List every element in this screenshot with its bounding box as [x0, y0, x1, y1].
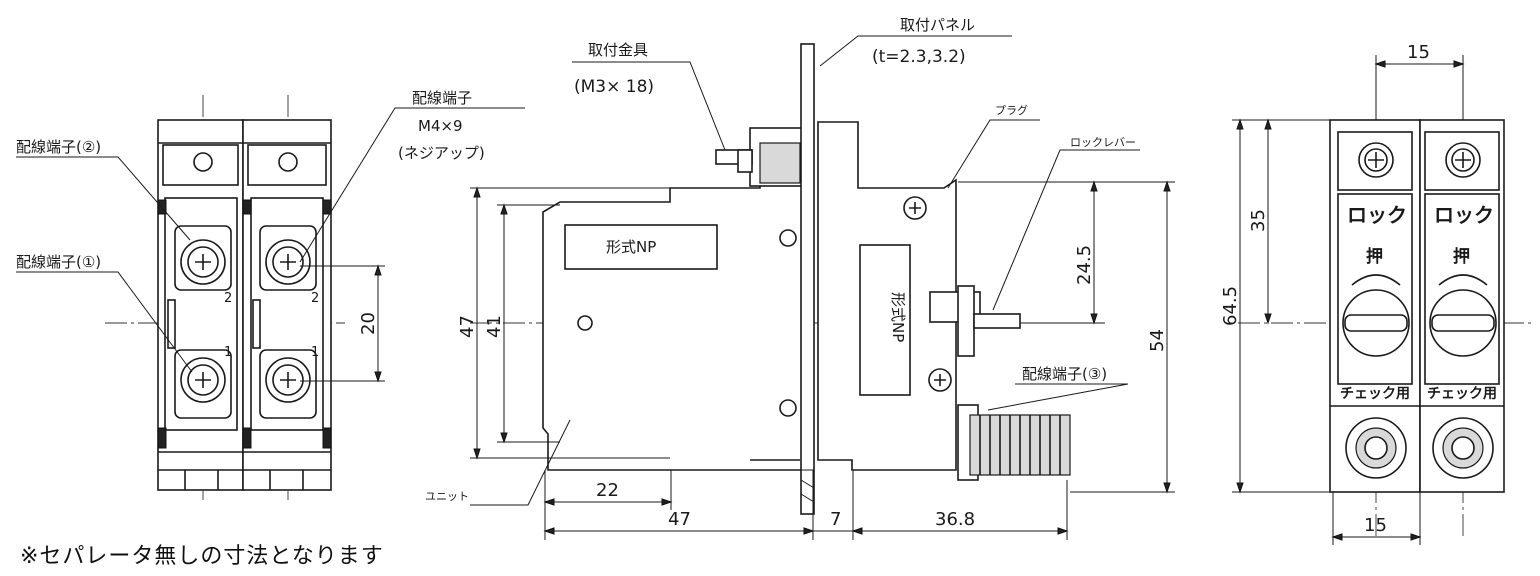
dim-36-8: 36.8 — [935, 509, 975, 530]
rear-check-text-2: チェック用 — [1427, 386, 1497, 402]
rear-push-text-2: 押 — [1453, 246, 1470, 267]
label-bracket-screw: (M3× 18) — [574, 77, 654, 97]
mounting-panel — [800, 43, 815, 515]
side-model-label-vertical: 形式NP — [889, 292, 907, 342]
terminal-number-2b: 2 — [311, 291, 319, 306]
label-mounting-panel: 取付パネル — [900, 16, 975, 34]
side-view: 形式NP 形式NP 47 — [425, 16, 1175, 540]
dim-22: 22 — [596, 480, 619, 501]
dim-64-5: 64.5 — [1220, 286, 1241, 326]
label-wiring-terminal-2: 配線端子(②) — [16, 138, 101, 156]
label-wiring-terminal: 配線端子 — [412, 89, 472, 107]
label-wiring-terminal-3: 配線端子(③) — [1022, 365, 1107, 383]
label-plug: プラグ — [995, 103, 1028, 117]
label-panel-thickness: (t=2.3,3.2) — [872, 47, 966, 67]
terminal-number-1b: 1 — [311, 345, 319, 360]
label-lock-lever: ロックレバー — [1070, 136, 1136, 149]
rear-check-text-1: チェック用 — [1340, 386, 1410, 402]
dim-7: 7 — [830, 509, 841, 530]
dim-35: 35 — [1248, 209, 1269, 232]
dim-47-height: 47 — [457, 315, 478, 338]
front-view: 2 1 2 1 20 配線端子(②) 配線端子(①) 配線端子 M4×9 (ネジ… — [16, 89, 525, 500]
terminal-number-2: 2 — [224, 291, 232, 306]
rear-lock-text-1: ロック — [1347, 203, 1407, 227]
dim-24-5: 24.5 — [1074, 245, 1095, 285]
terminal-number-1: 1 — [224, 345, 232, 360]
dim-20: 20 — [358, 312, 379, 335]
dim-41: 41 — [484, 315, 505, 338]
dim-54: 54 — [1147, 329, 1168, 352]
label-wiring-terminal-1: 配線端子(①) — [16, 253, 101, 271]
rear-push-text-1: 押 — [1366, 246, 1383, 267]
label-mounting-bracket: 取付金具 — [588, 41, 648, 59]
dim-15-bottom: 15 — [1364, 515, 1387, 536]
footnote: ※セパレータ無しの寸法となります — [20, 544, 384, 569]
dim-15-top: 15 — [1407, 42, 1430, 63]
rear-view: ロック 押 チェック用 ロック 押 チェック用 15 — [1220, 42, 1535, 545]
dim-47-width: 47 — [668, 509, 691, 530]
side-model-label: 形式NP — [606, 238, 656, 256]
label-screw-type: (ネジアップ) — [398, 144, 485, 162]
rear-lock-text-2: ロック — [1434, 203, 1494, 227]
label-unit: ユニット — [425, 490, 469, 503]
label-screw-spec: M4×9 — [418, 117, 463, 135]
